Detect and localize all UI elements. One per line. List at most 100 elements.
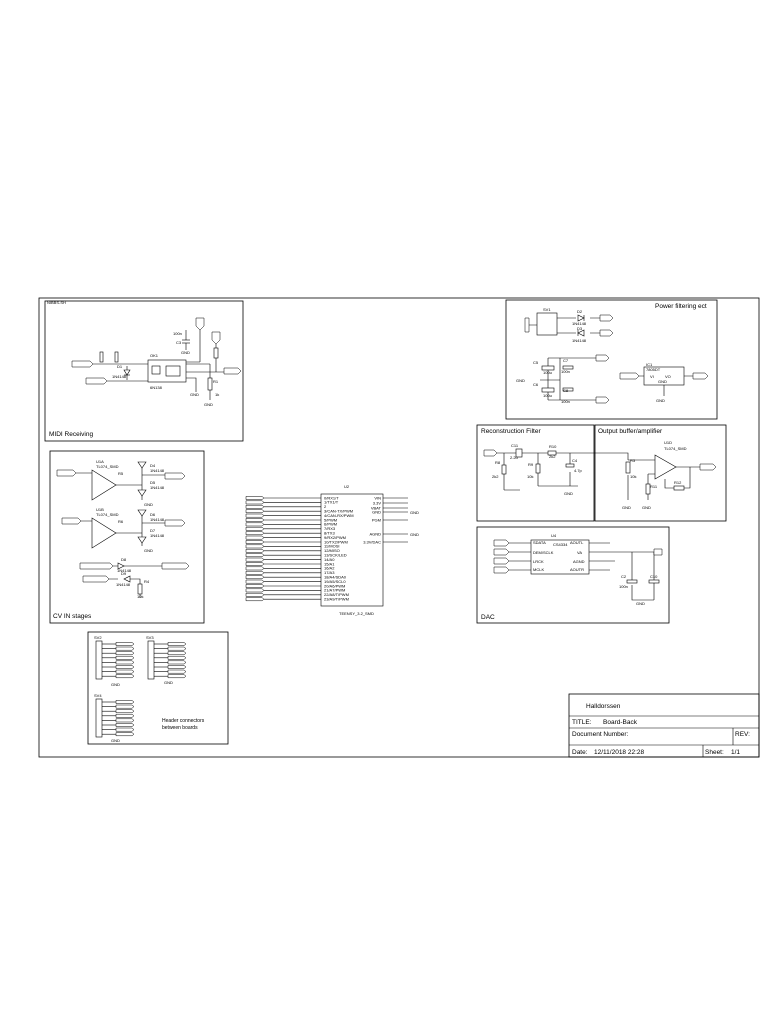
sheet-label: Sheet:: [705, 749, 724, 756]
gate-out-label: [161, 562, 190, 570]
midi-out-label: [223, 367, 242, 375]
resistor-r3-out: [625, 461, 631, 474]
c7-value: 100n: [561, 369, 570, 374]
mcu-section: U2 TEENSY_3.2_SMD 0/RX1/T1/TX1/T23/CAN-T…: [245, 484, 419, 616]
mcu-net-flag: [245, 522, 265, 527]
dac-section: DAC U4 CS4334 SDATA DEM/SCLK LRCK MCLK A…: [476, 526, 670, 624]
gnd-cv-1: GND: [144, 502, 153, 507]
c3-value: 100n: [173, 331, 182, 336]
sv2-ref: SV2: [94, 635, 102, 640]
gnd-recon: GND: [564, 491, 573, 496]
sv4-ref: SV4: [94, 693, 102, 698]
c9-ref: C4: [572, 458, 578, 463]
mcu-pin-label: 22/A8/T/PWM: [324, 592, 349, 597]
c10-ref: C10: [650, 574, 658, 579]
mcu-net-flag: [245, 496, 265, 500]
recon-title: Reconstruction Filter: [481, 428, 541, 435]
audio-out-flag: [699, 463, 717, 471]
date-label: Date:: [572, 749, 588, 756]
midi-section: MIDI Receiving D1 1N4148 OK1 6N138 C3 10…: [44, 300, 244, 442]
mcu-net-flag: [245, 548, 265, 553]
cv-out-1-label: [164, 472, 186, 480]
header-net-flag: [167, 660, 187, 665]
dac-pin-va: VA: [577, 550, 582, 555]
cap-c5: [541, 365, 555, 371]
r4-value: 10k: [137, 594, 143, 599]
mcu-pin-label: 0/RX1/T: [324, 495, 339, 500]
mcu-pin-label: VIN: [374, 495, 381, 500]
midi-in-label-2: [85, 377, 108, 385]
header-net-flag: [115, 732, 135, 737]
header-sv1: [536, 312, 558, 336]
header-net-flag: [167, 665, 187, 669]
headers-frame: [87, 631, 229, 745]
mcu-pin-label: 18/A4/SDA0: [324, 575, 347, 580]
header-net-flag: [115, 700, 135, 704]
dac-pin-lrck: LRCK: [533, 559, 544, 564]
u1b-value: TL074_SMD: [96, 512, 119, 517]
cv-in-1-label: [56, 469, 77, 477]
rev-label: REV:: [735, 731, 750, 738]
mcu-pin-label: 2: [324, 504, 327, 509]
header-net-flag: [167, 646, 187, 651]
c2-value: 100n: [619, 584, 628, 589]
cv-frame: [49, 450, 205, 624]
r8-value: 2k2: [492, 474, 499, 479]
c6-ref: C6: [533, 382, 539, 387]
d4-value: 1N4148: [150, 468, 165, 473]
d7-value: 1N4148: [150, 533, 165, 538]
mcu-pin-label: 7/RX3: [324, 526, 336, 531]
midi-frame: [44, 300, 244, 442]
d5-value: 1N4148: [150, 485, 165, 490]
mcu-net-flag: [245, 500, 265, 505]
dac-in-flag-2: [493, 548, 510, 556]
dac-title: DAC: [481, 614, 495, 621]
opamp-u1d: [654, 454, 677, 480]
d7-ref: D7: [150, 528, 156, 533]
mcu-pin-label: AGND: [369, 531, 381, 536]
cv-in-2-label: [61, 517, 82, 525]
mcu-pin-label: PGM: [372, 517, 381, 522]
gnd-midi-2: GND: [204, 402, 213, 407]
midi-in-label-1: [71, 360, 94, 368]
sheet-tag: NIBBS-SH: [47, 300, 66, 305]
mcu-pin-label: 15/A1: [324, 561, 335, 566]
r1-value: 1k: [215, 392, 219, 397]
mcu-net-flag: [245, 553, 265, 558]
r5-ref: R5: [118, 471, 124, 476]
gnd-midi-3: GND: [190, 392, 199, 397]
headers-title-2: between boards: [162, 725, 198, 731]
mcu-pin-label: 14/A0: [324, 557, 335, 562]
diode-d9: [123, 575, 131, 583]
header-net-flag: [167, 651, 187, 656]
mcu-pin-label: 12/MISO: [324, 548, 340, 553]
d3-ref: D3: [577, 326, 583, 331]
ok1-value: 6N138: [150, 385, 163, 390]
mcu-net-flag: [245, 592, 265, 597]
opamp-u1a: [91, 469, 117, 501]
r3-out-ref: R3: [630, 458, 636, 463]
diode-d1: [123, 369, 131, 376]
c8-ref: C8: [563, 388, 569, 393]
diode-d2: [577, 314, 585, 322]
sheet-value: 1/1: [731, 749, 740, 756]
r9-ref: R9: [528, 462, 534, 467]
gnd-power-2: GND: [656, 398, 665, 403]
mcu-net-flag: [245, 526, 265, 531]
dac-pin-mclk: MCLK: [533, 567, 544, 572]
mcu-net-flag: [245, 504, 265, 509]
resistor-r4: [137, 583, 143, 595]
resistor-r9: [535, 463, 541, 474]
header-net-flag: [115, 718, 135, 723]
header-sv2: [95, 640, 103, 680]
ic1-value: 7805DT: [646, 367, 661, 372]
header-net-flag: [115, 709, 135, 714]
resistor-r3: [114, 351, 119, 363]
gnd-hdr-2: GND: [164, 680, 173, 685]
u4-value: CS4334: [553, 542, 568, 547]
resistor-r2: [99, 351, 104, 363]
mcu-pin-label: 6/PWM: [324, 522, 337, 527]
mcu-pin-label: 3.3V/DAC: [363, 539, 381, 544]
power-net-1: [595, 354, 610, 362]
